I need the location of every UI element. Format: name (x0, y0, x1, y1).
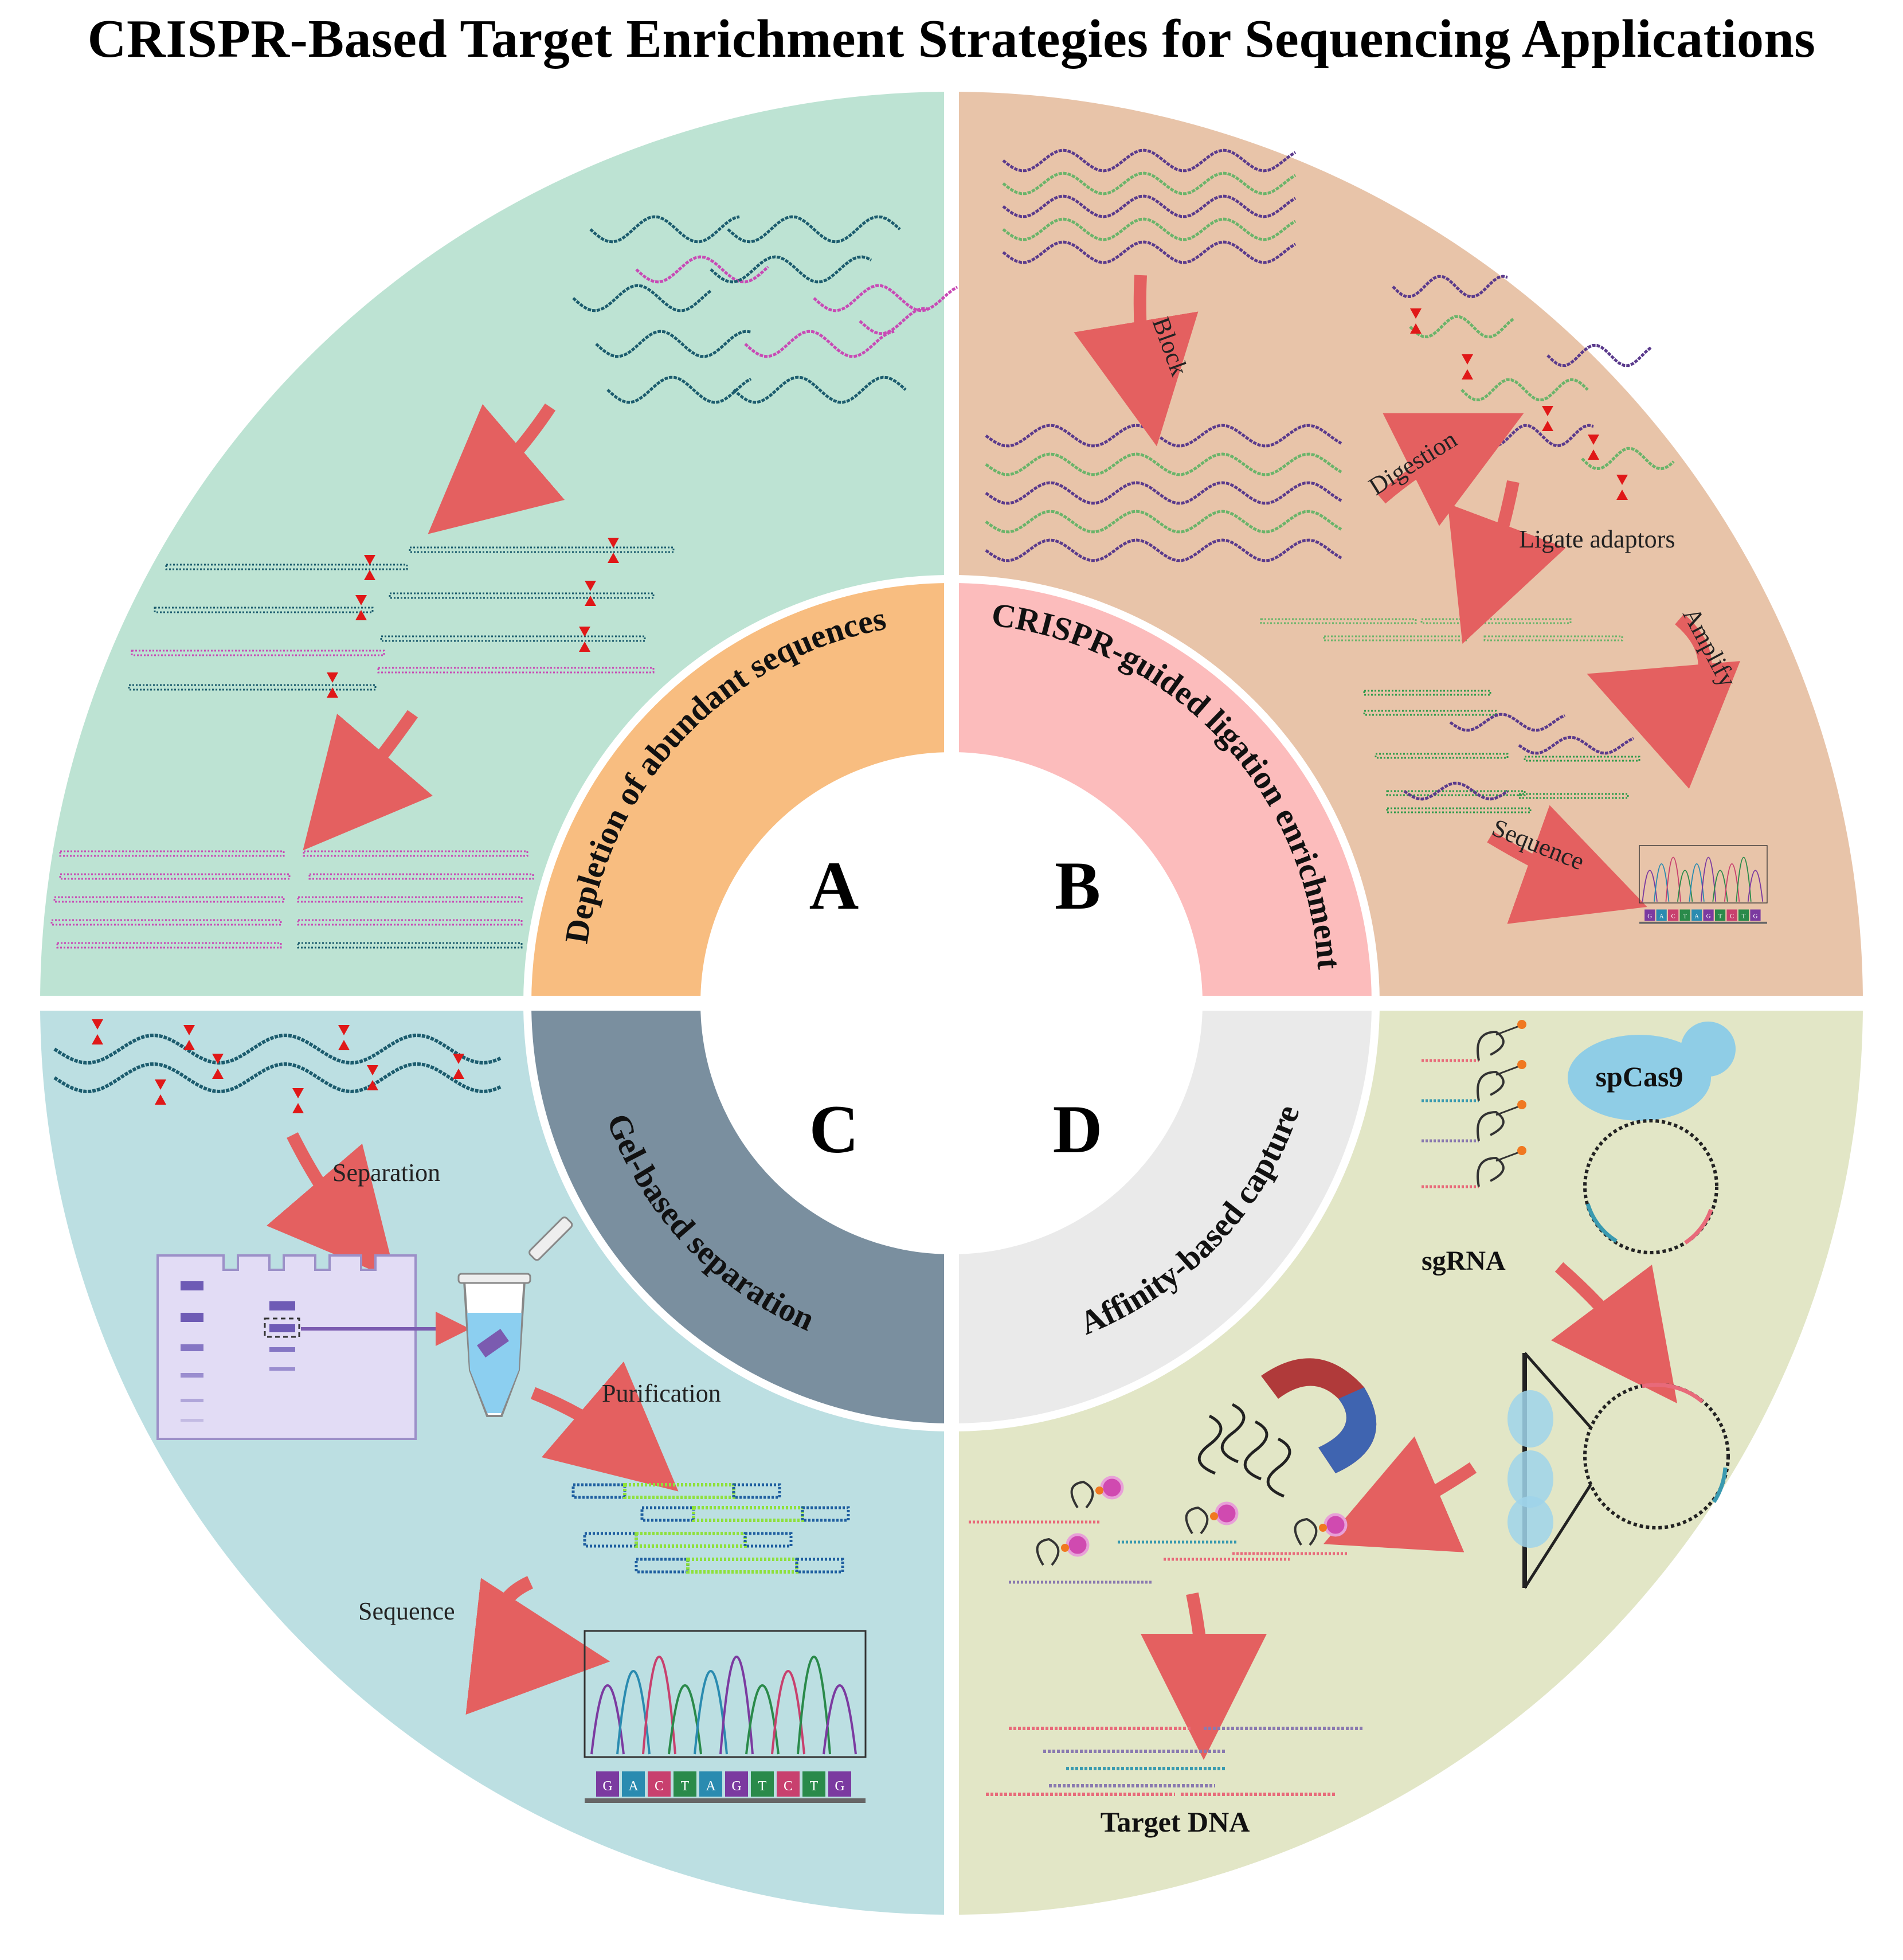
svg-text:C: C (1730, 913, 1734, 920)
arrow-d3 (1140, 1592, 1267, 1760)
svg-text:C: C (655, 1779, 664, 1794)
svg-text:T: T (1683, 913, 1687, 920)
svg-text:G: G (1647, 913, 1652, 920)
b-blocked-waves (985, 424, 1342, 562)
arrow-d2 (1323, 1436, 1477, 1552)
letter-d: D (1053, 1091, 1103, 1167)
label-sequence-c: Sequence (358, 1597, 455, 1625)
svg-text:T: T (681, 1779, 690, 1794)
svg-text:A: A (1694, 913, 1699, 920)
arrow-sequence-b (1487, 805, 1647, 924)
arrow-separation (266, 1132, 397, 1281)
svg-text:A: A (628, 1779, 639, 1794)
tube (457, 1216, 573, 1417)
arrow-amplify (1587, 613, 1740, 789)
arrow-a1 (428, 403, 565, 534)
letter-c: C (809, 1091, 859, 1167)
svg-text:T: T (1742, 913, 1746, 920)
a-cut-strands (128, 538, 675, 698)
c-purified-dna (571, 1483, 850, 1574)
b-digested-fragments (1392, 275, 1675, 500)
arrow-d1 (1550, 1262, 1678, 1403)
label-ligate: Ligate adaptors (1519, 525, 1675, 553)
d-captured-dna (969, 1476, 1348, 1584)
letter-b: B (1055, 847, 1101, 924)
page-title: CRISPR-Based Target Enrichment Strategie… (87, 9, 1816, 69)
b-dna-waves (1002, 148, 1297, 264)
a-dna-waves (572, 215, 958, 404)
svg-text:G: G (1753, 913, 1758, 920)
svg-text:G: G (835, 1779, 844, 1794)
spcas9-blob: spCas9 (1568, 1022, 1736, 1121)
gel-box (156, 1254, 417, 1440)
svg-text:G: G (602, 1779, 612, 1794)
svg-text:G: G (731, 1779, 741, 1794)
svg-text:A: A (706, 1779, 716, 1794)
panel-d-illustration: sgRNA spCas9 (969, 1020, 1736, 1838)
svg-text:G: G (1706, 913, 1711, 920)
c-dna-waves (53, 1019, 503, 1113)
svg-text:C: C (1671, 913, 1675, 920)
arrow-ligate (1447, 480, 1566, 644)
label-separation: Separation (332, 1159, 440, 1187)
svg-text:T: T (1718, 913, 1722, 920)
svg-text:T: T (758, 1779, 767, 1794)
panel-c-illustration: Separation (53, 1019, 867, 1803)
panel-a-illustration (50, 215, 958, 949)
arrow-digestion (1377, 413, 1524, 526)
arrow-block (1074, 275, 1199, 447)
a-enriched-strands (50, 850, 534, 949)
d-target-strands (986, 1727, 1364, 1796)
label-purification: Purification (602, 1379, 721, 1407)
sgrna-group (1422, 1020, 1526, 1188)
letter-a: A (809, 847, 859, 924)
label-spcas9: spCas9 (1596, 1061, 1683, 1093)
arrow-sequence-c (465, 1576, 610, 1715)
arrow-purification (530, 1361, 679, 1492)
bound-cas9 (1507, 1390, 1553, 1548)
magnet (1197, 1358, 1377, 1498)
svg-text:C: C (784, 1779, 793, 1794)
svg-text:T: T (810, 1779, 819, 1794)
label-sgrna: sgRNA (1422, 1246, 1506, 1276)
svg-text:A: A (1659, 913, 1664, 920)
label-target-dna: Target DNA (1101, 1806, 1250, 1838)
plasmid-1 (1583, 1119, 1718, 1254)
arrow-a2 (303, 710, 433, 851)
